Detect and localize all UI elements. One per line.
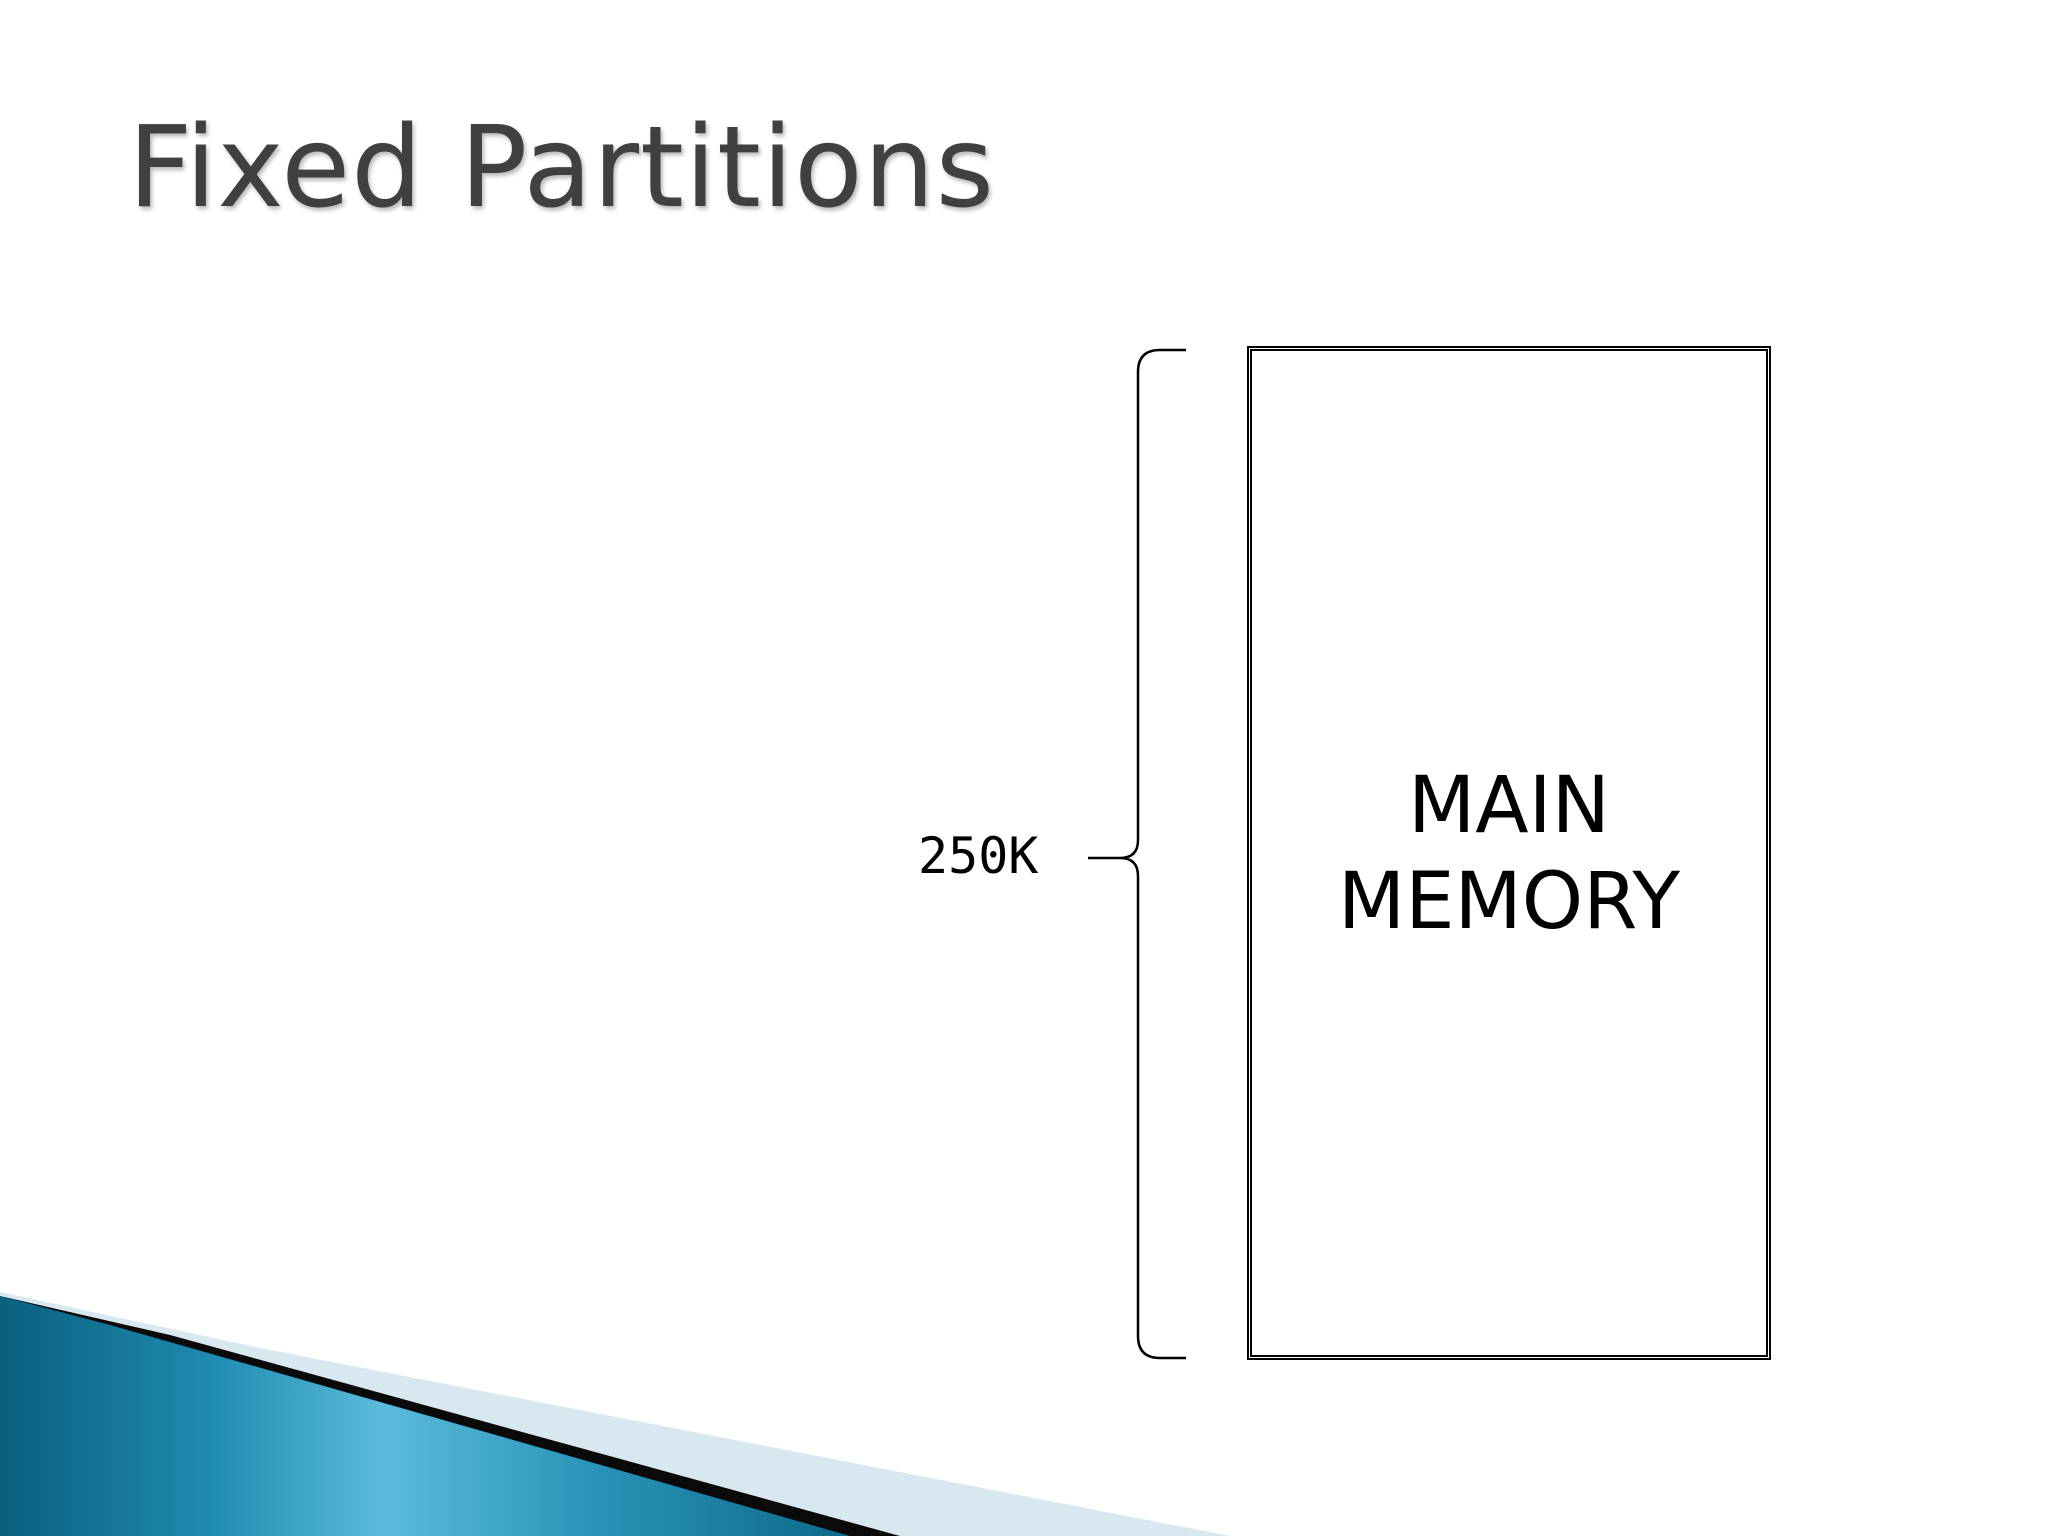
slide-title: Fixed Partitions <box>128 103 995 233</box>
main-memory-block <box>1247 346 1771 1360</box>
memory-label-line2: MEMORY <box>1337 857 1681 947</box>
memory-size-label: 250K <box>918 827 1039 885</box>
swoosh-blue-band <box>0 1296 850 1536</box>
memory-label-line1: MAIN <box>1407 761 1610 851</box>
main-memory-label: MAIN MEMORY <box>1247 758 1771 950</box>
